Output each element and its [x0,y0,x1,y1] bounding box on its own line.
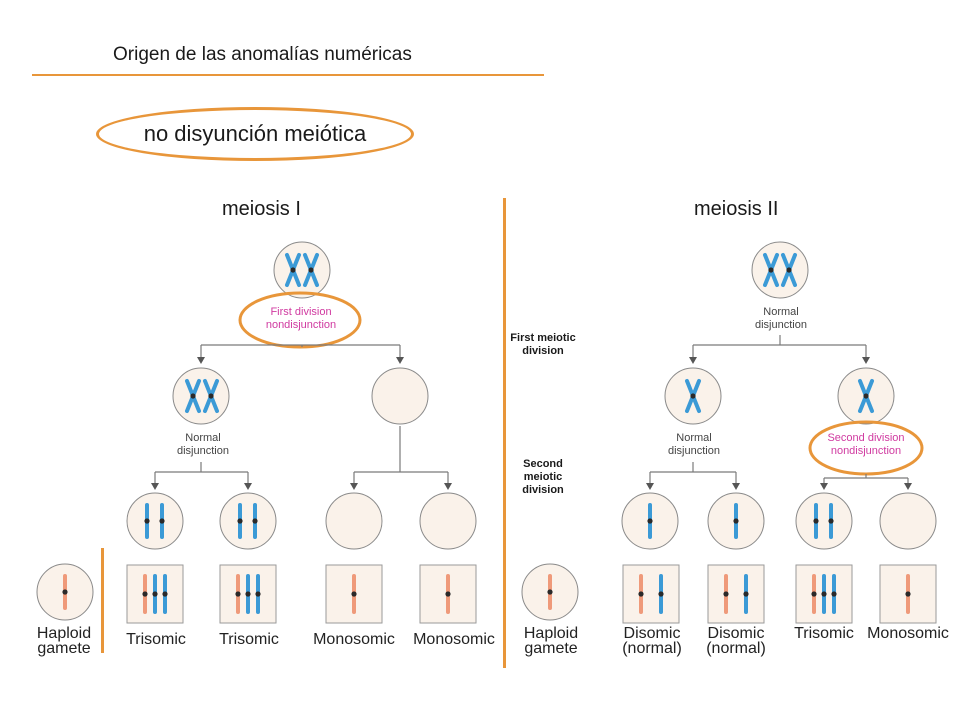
centromere [144,518,150,524]
centromere [445,591,451,597]
arrow-head [862,357,870,364]
daughter-cell-m1-right [371,367,429,425]
arrow-head [350,483,358,490]
centromere [190,393,196,399]
centromere [786,267,792,273]
daughter-cell-m1-left [172,367,230,425]
arrow-head [904,483,912,490]
section-divider [503,198,506,668]
normal-disjunction-label-m1: Normal disjunction [177,432,229,457]
centromere [733,518,739,524]
centromere [252,518,258,524]
arrow-head [732,483,740,490]
centromere [821,591,827,597]
normal-disjunction-label-m2-top: Normal disjunction [755,306,807,331]
section-heading-meiosis-1: meiosis I [222,198,301,220]
centromere [831,591,837,597]
arrow-head [646,483,654,490]
centromere [647,518,653,524]
centromere [638,591,644,597]
centromere [658,591,664,597]
centromere [235,591,241,597]
second-division-cell-m1-4 [419,492,477,550]
title-underline [32,74,544,76]
gamete-label-m1-1: Trisomic [126,631,186,648]
gamete-label-line2: (normal) [706,640,766,657]
centromere [159,518,165,524]
gamete-box-m2-1 [622,564,680,624]
second-division-cell-m2-4 [879,492,937,550]
second-division-cell-m1-2 [219,492,277,550]
haploid-gamete-label-right: Haploid gamete [513,625,589,657]
centromere [237,518,243,524]
haploid-label-line1: Haploid [523,625,579,642]
centromere [152,591,158,597]
arrow-head [197,357,205,364]
parent-cell-m1 [273,241,331,299]
parent-cell-m2 [751,241,809,299]
centromere [547,589,553,595]
haploid-gamete-label-left: Haploid gamete [26,625,102,657]
haploid-divider [101,548,104,653]
gamete-label-m1-2: Trisomic [219,631,279,648]
second-division-cell-m1-3 [325,492,383,550]
second-division-nondisjunction-label: Second division nondisjunction [827,432,905,457]
section-heading-meiosis-2: meiosis II [694,198,779,220]
arrow-head [689,357,697,364]
centromere [743,591,749,597]
first-meiotic-division-label: First meiotic division [510,332,576,357]
centromere [690,393,696,399]
arrow-head [244,483,252,490]
arrow-head [151,483,159,490]
gamete-label-m2-4: Monosomic [856,625,960,642]
arrow-head [444,483,452,490]
centromere [208,393,214,399]
second-meiotic-division-label: Second meiotic division [522,458,564,496]
gamete-label-m1-4: Monosomic [413,631,495,648]
haploid-label-line2: gamete [524,640,578,657]
page-title: Origen de las anomalías numéricas [113,44,412,65]
centromere [723,591,729,597]
gamete-label-line1: Monosomic [867,625,949,642]
gamete-label-line1: Disomic [707,625,765,642]
gamete-label-m1-3: Monosomic [313,631,395,648]
arrow-head [396,357,404,364]
centromere [828,518,834,524]
centromere [811,591,817,597]
centromere [308,267,314,273]
gamete-box-m2-2 [707,564,765,624]
centromere [255,591,261,597]
gamete-label-line1: Disomic [623,625,681,642]
haploid-label-line1: Haploid [36,625,92,642]
gamete-label-m2-1: Disomic (normal) [612,625,692,657]
centromere [905,591,911,597]
centromere [813,518,819,524]
second-division-cell-m1-1 [126,492,184,550]
haploid-label-line2: gamete [37,640,91,657]
centromere [142,591,148,597]
normal-disjunction-label-m2-mid: Normal disjunction [668,432,720,457]
centromere [245,591,251,597]
arrow-head [820,483,828,490]
topic-highlight-oval [96,107,414,161]
gamete-label-line1: Trisomic [794,625,854,642]
gamete-label-m2-3: Trisomic [784,625,864,642]
centromere [162,591,168,597]
centromere [768,267,774,273]
topic-label: no disyunción meiótica [143,121,367,146]
centromere [62,589,68,595]
gamete-label-m2-2: Disomic (normal) [696,625,776,657]
centromere [351,591,357,597]
first-division-nondisjunction-label: First division nondisjunction [265,306,337,331]
centromere [863,393,869,399]
gamete-label-line2: (normal) [622,640,682,657]
second-division-cell-m2-3 [795,492,853,550]
centromere [290,267,296,273]
first-division-highlight-oval [238,291,362,349]
